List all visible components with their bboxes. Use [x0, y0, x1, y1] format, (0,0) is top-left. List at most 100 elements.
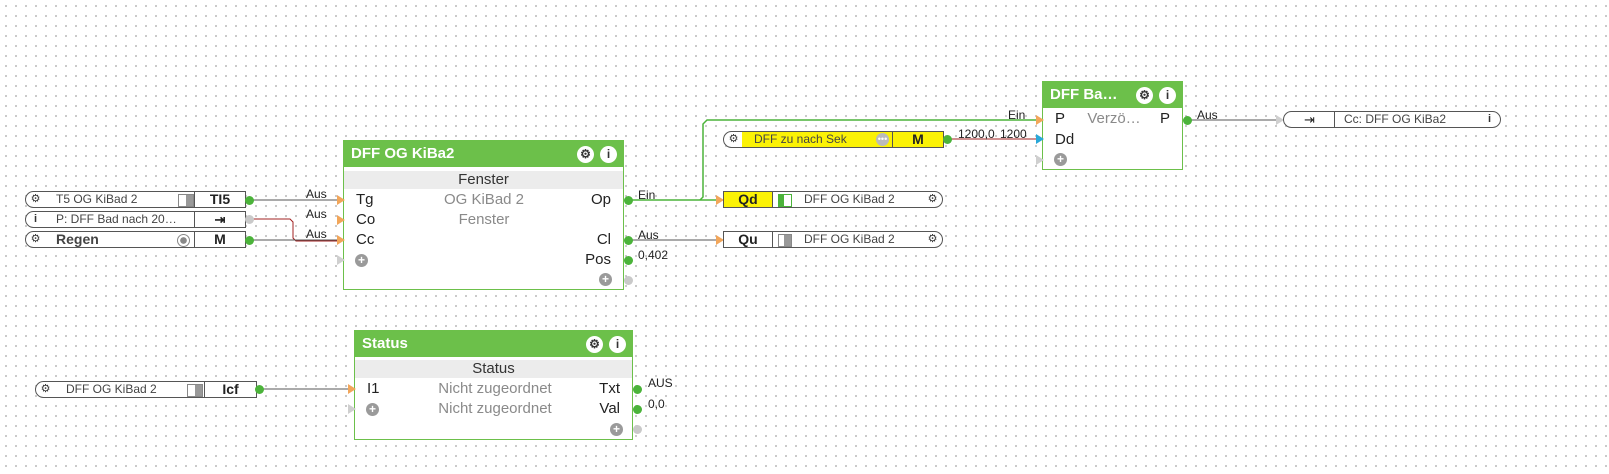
wire-co	[251, 218, 338, 242]
pin-op[interactable]: Op	[590, 191, 611, 208]
info-icon[interactable]: i	[33, 213, 38, 225]
port-in-co[interactable]	[337, 215, 345, 225]
status-middle-2: Nicht zugeordnet	[438, 400, 552, 417]
block-delay-title: DFF Ba…	[1043, 82, 1182, 108]
block-title: DFF OG KiBa2	[344, 141, 623, 167]
toggle-icon	[778, 234, 792, 247]
port-out-cl[interactable]	[624, 236, 633, 245]
port-out-t5[interactable]	[245, 196, 254, 205]
port-in-delay-empty[interactable]	[1036, 155, 1044, 165]
add-input-icon[interactable]: +	[1054, 153, 1067, 166]
port-in-qu[interactable]	[716, 235, 724, 245]
gear-icon[interactable]: ⚙	[1136, 87, 1153, 104]
record-icon	[177, 234, 190, 247]
block-status-category: Status	[355, 360, 632, 378]
port-out-param[interactable]	[245, 215, 254, 224]
wire-label-dd-a: 1200,0	[958, 127, 995, 141]
port-in-cc[interactable]	[337, 235, 345, 245]
info-icon[interactable]: i	[1159, 87, 1176, 104]
pin-p-out[interactable]: P	[1159, 110, 1170, 127]
pin-tg[interactable]: Tg	[356, 191, 374, 208]
add-input-icon[interactable]: +	[355, 254, 368, 267]
port-in-qd[interactable]	[716, 195, 724, 205]
add-input-icon[interactable]: +	[366, 403, 379, 416]
port-in-dd[interactable]	[1036, 134, 1044, 144]
port-out-regen[interactable]	[245, 236, 254, 245]
gear-icon[interactable]: ⚙	[586, 336, 603, 353]
output-qd[interactable]: Qd DFF OG KiBad 2 ⚙	[723, 191, 943, 208]
block-status-title: Status	[355, 331, 632, 357]
exit-icon: ⇥	[1304, 112, 1315, 127]
divider	[1334, 112, 1335, 127]
input-regen[interactable]: ⚙ Regen M	[25, 231, 246, 248]
wire-label-val: 0,0	[648, 397, 665, 411]
exit-icon: ⇥	[194, 211, 246, 228]
port-out-op[interactable]	[624, 196, 633, 205]
block-dff-delay[interactable]: DFF Ba… ⚙ i P Dd Verzö… P +	[1042, 81, 1183, 170]
pin-p-in[interactable]: P	[1055, 110, 1066, 127]
pin-cc[interactable]: Cc	[356, 231, 375, 248]
pin-val[interactable]: Val	[599, 400, 620, 417]
output-qd-label: DFF OG KiBad 2	[804, 192, 895, 206]
port-in-p[interactable]	[1036, 115, 1044, 125]
port-out-pos[interactable]	[624, 256, 633, 265]
port-out-delay[interactable]	[943, 135, 952, 144]
output-cc[interactable]: ⇥ Cc: DFF OG KiBa2 i	[1283, 111, 1501, 128]
wire-label-co: Aus	[306, 207, 327, 221]
output-qu[interactable]: Qu DFF OG KiBad 2 ⚙	[723, 231, 943, 248]
input-t5-tag: TI5	[194, 191, 246, 208]
wire-label-cc: Aus	[306, 227, 327, 241]
param-delay-label: DFF zu nach Sek	[754, 132, 847, 146]
pin-pos[interactable]: Pos	[585, 251, 611, 268]
block-category: Fenster	[344, 171, 623, 189]
block-dff-og-kiba2[interactable]: DFF OG KiBa2 ⚙ i Fenster Tg Co Cc OG KiB…	[343, 140, 624, 290]
toggle-icon	[187, 384, 203, 397]
gear-icon[interactable]: ⚙	[728, 133, 739, 145]
wire-label-dd-b: 1200	[1000, 127, 1027, 141]
param-delay-bg	[742, 131, 894, 148]
gear-icon[interactable]: ⚙	[30, 233, 41, 245]
port-out-icf[interactable]	[255, 385, 264, 394]
output-qu-label: DFF OG KiBad 2	[804, 232, 895, 246]
pin-i1[interactable]: I1	[367, 380, 380, 397]
info-icon[interactable]: i	[600, 146, 617, 163]
wire-label-p-out: Aus	[1197, 108, 1218, 122]
param-delay[interactable]: ⚙ DFF zu nach Sek ••• M	[723, 131, 944, 148]
wire-label-tg: Aus	[306, 187, 327, 201]
input-status-label: DFF OG KiBad 2	[66, 382, 157, 396]
port-in-tg[interactable]	[337, 195, 345, 205]
gear-icon[interactable]: ⚙	[40, 383, 51, 395]
port-out-val[interactable]	[633, 405, 642, 414]
dots-icon[interactable]: •••	[876, 133, 889, 146]
port-in-status-empty[interactable]	[348, 404, 356, 414]
port-in-empty[interactable]	[337, 255, 345, 265]
add-output-icon[interactable]: +	[599, 273, 612, 286]
pin-txt[interactable]: Txt	[599, 380, 620, 397]
add-output-icon[interactable]: +	[610, 423, 623, 436]
port-out-status-empty[interactable]	[633, 425, 642, 434]
info-icon[interactable]: i	[1487, 113, 1492, 125]
input-t5[interactable]: ⚙ T5 OG KiBad 2 TI5	[25, 191, 246, 208]
gear-icon[interactable]: ⚙	[30, 193, 41, 205]
wire-label-p-in: Ein	[1008, 108, 1026, 122]
gear-icon[interactable]: ⚙	[577, 146, 594, 163]
pin-co[interactable]: Co	[356, 211, 376, 228]
port-in-cc-out[interactable]	[1276, 115, 1284, 125]
info-icon[interactable]: i	[609, 336, 626, 353]
port-in-i1[interactable]	[348, 384, 356, 394]
block-status[interactable]: Status ⚙ i Status I1 Nicht zugeordnet Ni…	[354, 330, 633, 440]
input-status-source[interactable]: ⚙ DFF OG KiBad 2 Icf	[35, 381, 257, 398]
port-out-txt[interactable]	[633, 385, 642, 394]
gear-icon[interactable]: ⚙	[927, 233, 938, 245]
pin-dd[interactable]: Dd	[1055, 131, 1075, 148]
pin-cl[interactable]: Cl	[596, 231, 611, 248]
port-out-empty[interactable]	[624, 276, 633, 285]
toggle-icon	[178, 194, 194, 207]
gear-icon[interactable]: ⚙	[927, 193, 938, 205]
port-out-p[interactable]	[1183, 116, 1192, 125]
toggle-icon	[778, 194, 792, 207]
output-cc-label: Cc: DFF OG KiBa2	[1344, 112, 1447, 126]
wire-label-cl: Aus	[638, 228, 659, 242]
wire-label-txt: AUS	[648, 376, 673, 390]
input-parameter[interactable]: i P: DFF Bad nach 20… ⇥	[25, 211, 246, 228]
